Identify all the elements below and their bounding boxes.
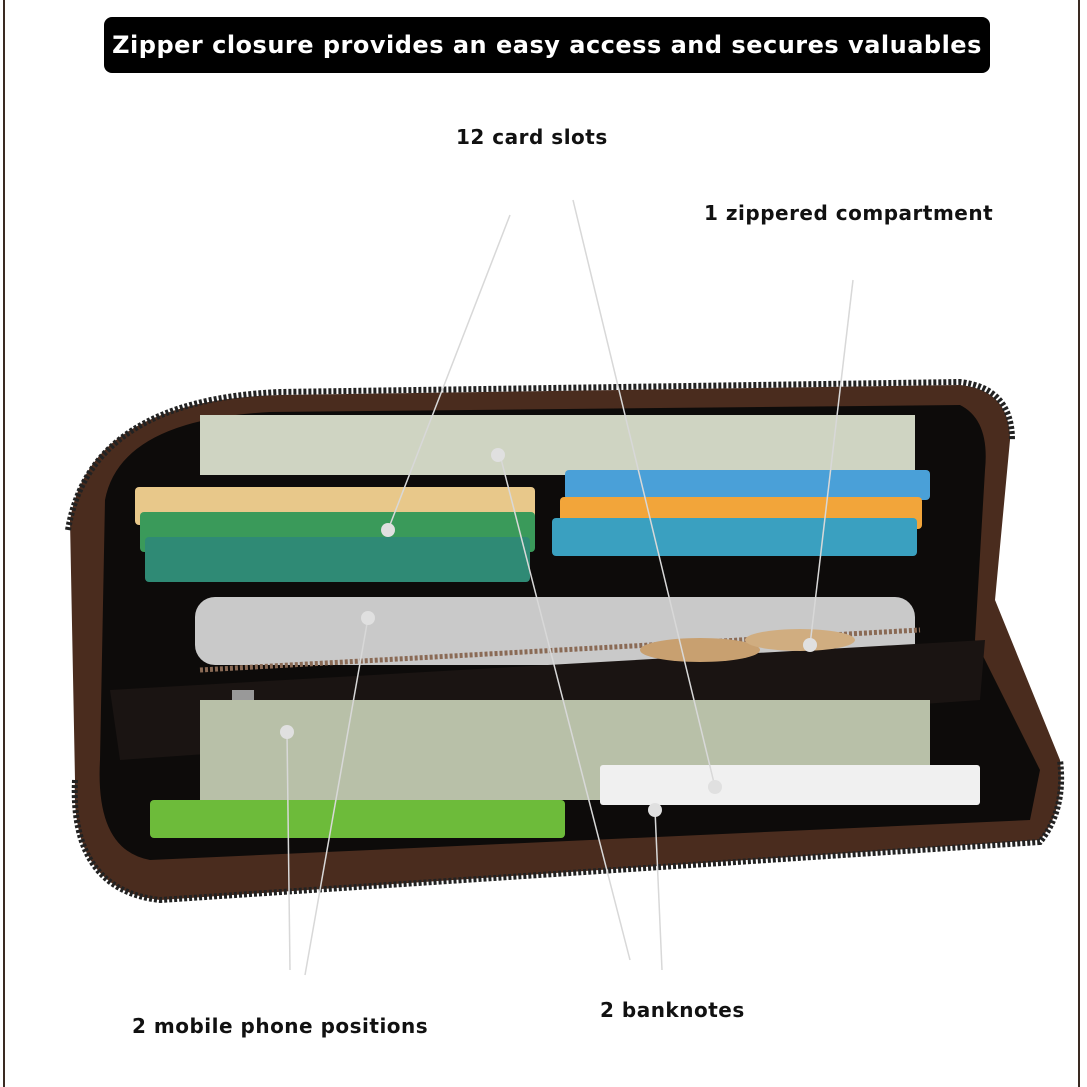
callout-lines	[286, 199, 854, 976]
callout-card-slots: 12 card slots	[456, 125, 608, 149]
image-frame	[3, 0, 1080, 1087]
headline-banner: Zipper closure provides an easy access a…	[104, 17, 990, 73]
callout-banknotes: 2 banknotes	[600, 998, 745, 1022]
callout-dots	[280, 448, 817, 817]
callout-phone-positions: 2 mobile phone positions	[132, 1014, 429, 1038]
callout-zippered-compartment: 1 zippered compartment	[704, 201, 994, 225]
